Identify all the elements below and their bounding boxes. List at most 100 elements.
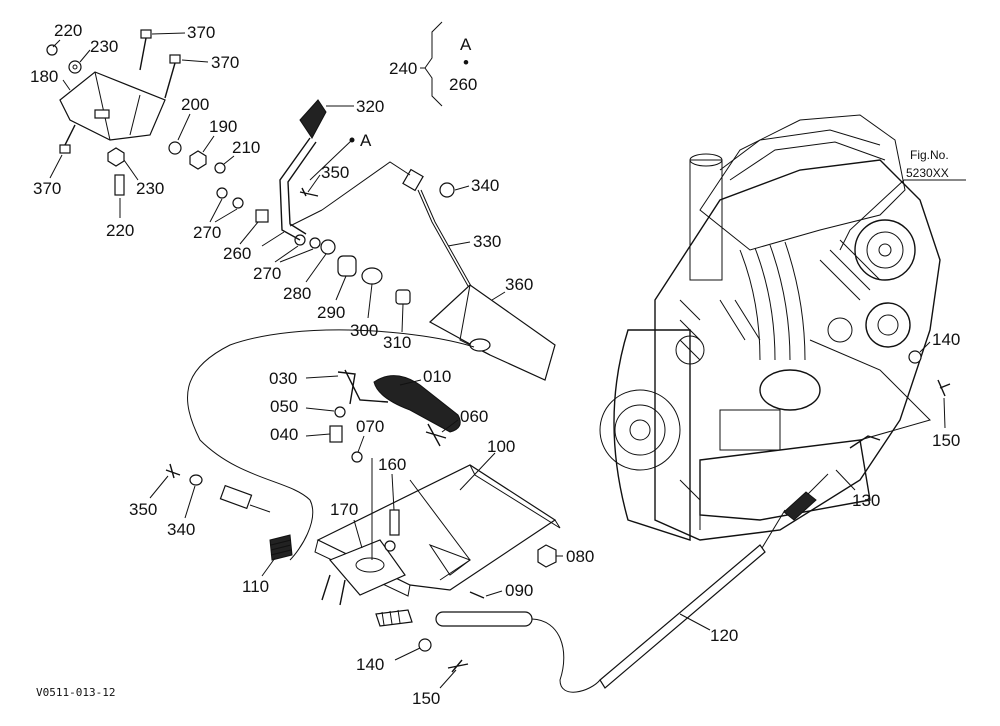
spring-110 [269, 534, 293, 561]
bolt-160 [389, 509, 400, 536]
collar-260 [255, 209, 269, 223]
cable-bracket-360 [428, 284, 556, 381]
leader-A [309, 139, 353, 181]
lever-cover-180 [59, 71, 166, 141]
bolt-370-low [59, 124, 76, 154]
fig-no-label: Fig.No. [910, 148, 949, 162]
washer-140-low [418, 638, 432, 652]
figure-reference: Fig.No. 5230XX [839, 148, 966, 251]
bolt-220-low [114, 174, 125, 196]
callout-160: 160 [378, 455, 406, 474]
bolt-220-top [46, 44, 58, 56]
callout-270-b: 270 [253, 264, 281, 283]
bracket-group-240: 240 A • 260 [389, 21, 477, 107]
bracket-130 [849, 435, 881, 449]
callout-050: 050 [270, 397, 298, 416]
label-240: 240 [389, 59, 417, 78]
callout-260: 260 [223, 244, 251, 263]
callout-310: 310 [383, 333, 411, 352]
callout-220-low: 220 [106, 221, 134, 240]
bracket-top-label: A [460, 35, 472, 54]
callout-350-left: 350 [129, 500, 157, 519]
callout-060: 060 [460, 407, 488, 426]
callout-280: 280 [283, 284, 311, 303]
callout-190: 190 [209, 117, 237, 136]
nut-080 [537, 544, 557, 568]
hand-lever-320 [279, 99, 327, 241]
bolt-370-top [139, 29, 152, 71]
bracket-bottom-label: 260 [449, 75, 477, 94]
callout-100: 100 [487, 437, 515, 456]
washer-070 [351, 451, 363, 463]
callout-150-low: 150 [412, 689, 440, 708]
rod-030 [337, 371, 356, 405]
washer-140-right [908, 350, 922, 364]
washer-200 [168, 141, 182, 155]
bolt-090 [469, 591, 485, 599]
callout-010: 010 [423, 367, 451, 386]
callout-170: 170 [330, 500, 358, 519]
callout-040: 040 [270, 425, 298, 444]
callout-230-low: 230 [136, 179, 164, 198]
callout-140-low: 140 [356, 655, 384, 674]
pin-350-left [165, 463, 181, 479]
nut-310 [395, 289, 411, 305]
washer-050 [334, 406, 346, 418]
callout-180: 180 [30, 67, 58, 86]
pointer-marker-A: A [360, 131, 372, 150]
callout-290: 290 [317, 303, 345, 322]
callout-370-b: 370 [211, 53, 239, 72]
washer-300 [361, 267, 383, 285]
callout-320: 320 [356, 97, 384, 116]
callout-030: 030 [269, 369, 297, 388]
washer-340-left [189, 474, 203, 486]
callout-labels: 220 230 370 370 180 200 190 210 370 230 … [30, 21, 960, 708]
callout-340-left: 340 [167, 520, 195, 539]
foot-pedal-010 [344, 369, 461, 433]
fig-no-number: 5230XX [906, 166, 949, 180]
callout-230-top: 230 [90, 37, 118, 56]
callout-140-right: 140 [932, 330, 960, 349]
callout-070: 070 [356, 417, 384, 436]
nut-190 [189, 150, 207, 170]
callout-130: 130 [852, 491, 880, 510]
callout-210: 210 [232, 138, 260, 157]
pin-150-low [447, 659, 469, 673]
bracket-170 [321, 539, 406, 606]
bushing-290 [337, 255, 357, 277]
joint-040 [329, 425, 343, 443]
callout-370-a: 370 [187, 23, 215, 42]
callout-150-right: 150 [932, 431, 960, 450]
callout-120: 120 [710, 626, 738, 645]
drawing-code: V0511-013-12 [36, 686, 115, 699]
cable-loop [187, 329, 475, 561]
callout-090: 090 [505, 581, 533, 600]
callout-080: 080 [566, 547, 594, 566]
washer-230-top [68, 60, 82, 74]
washer-280 [320, 239, 336, 255]
cable-end-left [219, 484, 271, 513]
callout-200: 200 [181, 95, 209, 114]
callout-110: 110 [242, 577, 269, 596]
bolt-370-mid [164, 54, 181, 99]
nut-230-low [107, 147, 125, 167]
pin-350-upper [299, 187, 319, 197]
callout-300: 300 [350, 321, 378, 340]
callout-370-c: 370 [33, 179, 61, 198]
callout-270-a: 270 [193, 223, 221, 242]
washer-270-b [232, 197, 244, 209]
washer-270-d [309, 237, 321, 249]
pin-060 [425, 423, 447, 447]
engine-block [599, 114, 941, 541]
leader-cable-link [321, 161, 411, 211]
callout-340-upper: 340 [471, 176, 499, 195]
washer-270-a [216, 187, 228, 199]
callout-350-upper: 350 [321, 163, 349, 182]
washer-210 [214, 162, 226, 174]
pin-150-right [937, 379, 951, 397]
callout-360: 360 [505, 275, 533, 294]
bracket-dot: • [463, 53, 469, 72]
callout-220-top: 220 [54, 21, 82, 40]
